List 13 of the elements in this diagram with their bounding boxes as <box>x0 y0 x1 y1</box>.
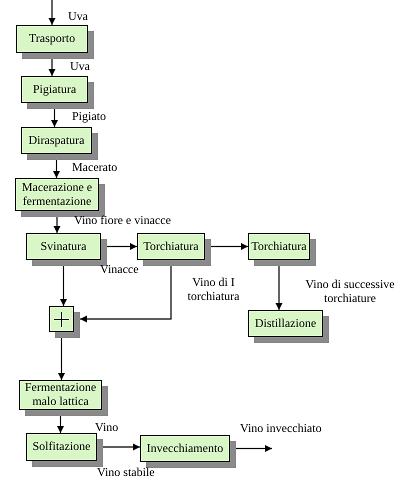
edge-label: Vino invecchiato <box>240 422 322 436</box>
edge-label: Vino di I torchiatura <box>186 276 240 304</box>
edge-label: Uva <box>68 10 88 24</box>
edge-label: Pigiato <box>72 110 106 124</box>
edge-label: Vino di successive torchiature <box>304 278 396 306</box>
edge-label: Vino <box>95 421 118 435</box>
arrow <box>48 0 56 25</box>
edge-label: Vino fiore e vinacce <box>74 214 171 228</box>
edge-label: Macerato <box>72 161 118 175</box>
arrow <box>102 444 140 450</box>
edge-label: Vino stabile <box>97 466 155 480</box>
edge-label: Uva <box>70 60 90 74</box>
edge-label: Vinacce <box>100 263 139 277</box>
